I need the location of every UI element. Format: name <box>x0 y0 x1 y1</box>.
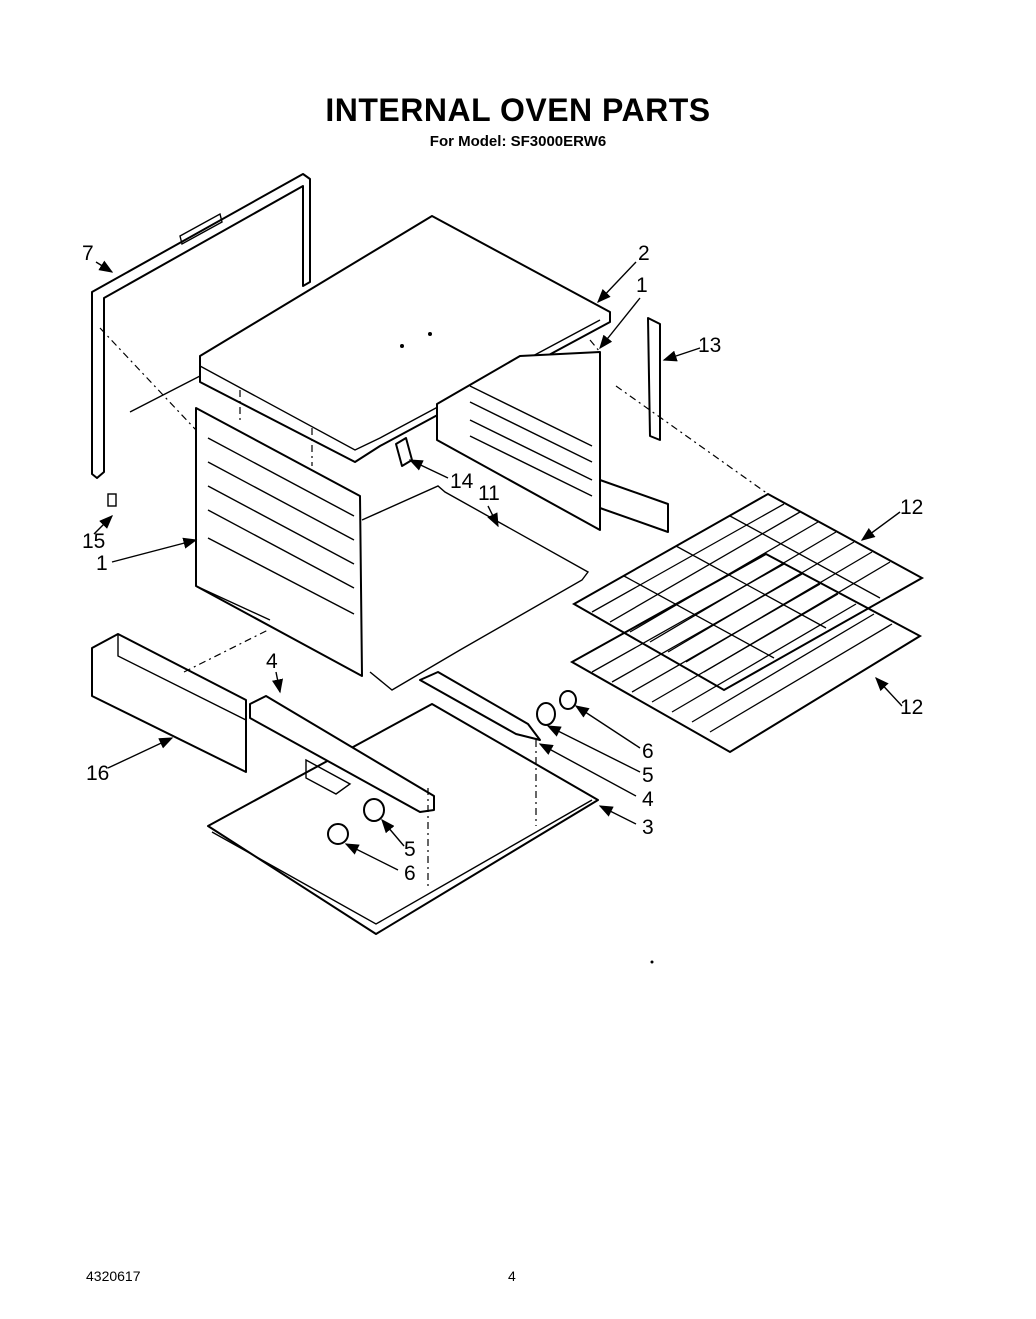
callout-6-right: 6 <box>642 740 654 763</box>
part-5-6-right-glide <box>536 690 577 726</box>
part-4-left-rail <box>249 695 435 813</box>
callout-5-center: 5 <box>404 838 416 861</box>
part-16-front-trim <box>91 633 247 773</box>
part-11-oven-bottom <box>361 485 590 691</box>
part-4-right-rail <box>419 671 541 741</box>
callout-1-right: 1 <box>636 274 648 297</box>
part-13-trim-strip <box>647 317 661 441</box>
callout-12-top: 12 <box>900 496 923 519</box>
part-3-bottom-tray <box>207 703 599 935</box>
assembly-guide-lines <box>99 327 769 886</box>
callout-4-top: 4 <box>266 650 278 673</box>
model-subtitle: For Model: SF3000ERW6 <box>429 133 607 150</box>
callout-3: 3 <box>642 816 654 839</box>
document-number: 4320617 <box>86 1268 141 1284</box>
callout-7: 7 <box>82 242 94 265</box>
callout-6-center: 6 <box>404 862 416 885</box>
part-1-right-side-panel <box>436 351 669 533</box>
stray-dot <box>650 960 654 964</box>
part-14-bracket <box>395 437 413 467</box>
callout-11: 11 <box>478 482 500 505</box>
part-5-6-center-glide <box>327 798 385 845</box>
page-number: 4 <box>508 1268 516 1284</box>
callout-16: 16 <box>86 762 109 785</box>
callout-5-right: 5 <box>642 764 654 787</box>
part-12-lower-oven-rack <box>569 552 923 754</box>
callout-1-left: 1 <box>96 552 108 575</box>
callout-4-right: 4 <box>642 788 654 811</box>
callout-14: 14 <box>450 470 474 493</box>
callout-2: 2 <box>638 242 650 265</box>
diagram-title: INTERNAL OVEN PARTS <box>325 92 711 128</box>
callout-15: 15 <box>82 530 105 553</box>
leader-lines <box>93 260 903 871</box>
part-12-upper-oven-rack <box>571 492 925 692</box>
callout-13: 13 <box>698 334 721 357</box>
callout-12-bottom: 12 <box>900 696 923 719</box>
part-1-left-side-panel <box>195 407 363 677</box>
part-7-rear-panel <box>91 173 311 507</box>
